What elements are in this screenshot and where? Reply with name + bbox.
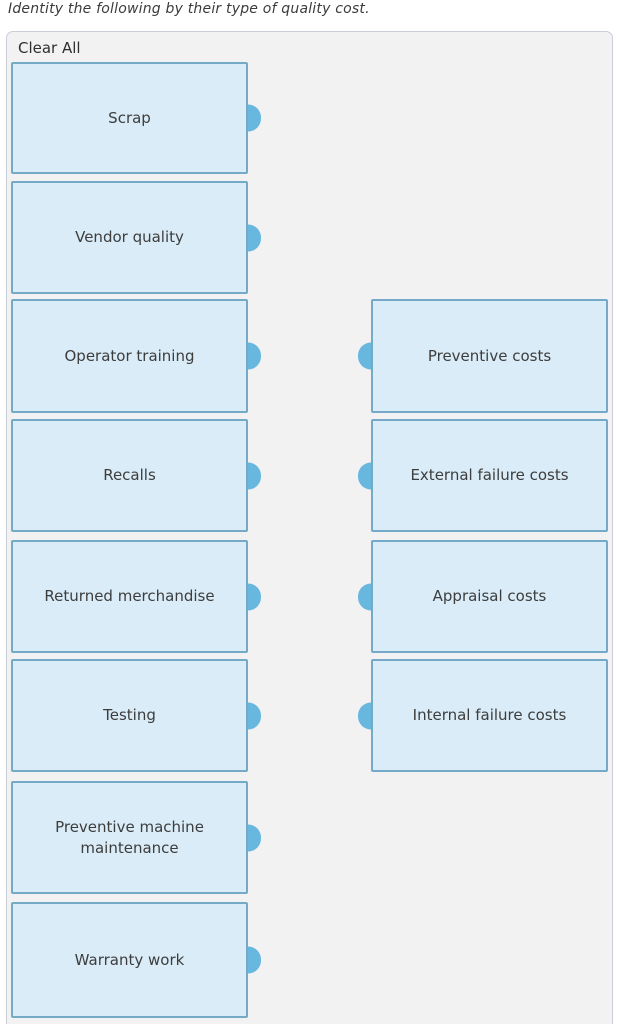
left-item-box-scrap[interactable]: Scrap xyxy=(11,62,261,174)
connector-right-handle[interactable] xyxy=(248,583,261,610)
left-item-label: Preventive machine maintenance xyxy=(55,817,204,857)
left-item-box-operator-training[interactable]: Operator training xyxy=(11,299,261,413)
connector-left-handle[interactable] xyxy=(358,702,371,729)
right-category-label: External failure costs xyxy=(410,466,569,484)
left-item-label: Vendor quality xyxy=(75,228,184,246)
page-title: Identity the following by their type of … xyxy=(8,1,370,17)
connector-right-handle[interactable] xyxy=(248,946,261,974)
right-category-box-internal-failure-costs[interactable]: Internal failure costs xyxy=(358,659,608,772)
connector-right-handle[interactable] xyxy=(248,824,261,851)
connector-right-handle[interactable] xyxy=(248,224,261,251)
connector-right-handle[interactable] xyxy=(248,702,261,729)
left-item-box-warranty-work[interactable]: Warranty work xyxy=(11,902,261,1018)
matching-panel: Clear All Scrap Vendor quality Operator … xyxy=(6,31,613,1024)
connector-left-handle[interactable] xyxy=(358,342,371,370)
left-item-label: Testing xyxy=(103,706,156,724)
left-item-label: Operator training xyxy=(64,346,195,365)
connector-left-handle[interactable] xyxy=(358,462,371,489)
left-item-box-returned-merchandise[interactable]: Returned merchandise xyxy=(11,540,261,653)
right-category-label: Internal failure costs xyxy=(412,706,567,724)
left-item-box-recalls[interactable]: Recalls xyxy=(11,419,261,532)
right-category-label: Preventive costs xyxy=(427,346,552,365)
connector-left-handle[interactable] xyxy=(358,583,371,610)
right-category-label: Appraisal costs xyxy=(432,587,547,605)
connector-right-handle[interactable] xyxy=(248,342,261,370)
left-item-label: Warranty work xyxy=(74,950,185,969)
left-item-box-vendor-quality[interactable]: Vendor quality xyxy=(11,181,261,294)
left-item-box-testing[interactable]: Testing xyxy=(11,659,261,772)
right-category-box-preventive-costs[interactable]: Preventive costs xyxy=(358,299,608,413)
left-item-label: Recalls xyxy=(103,466,156,484)
right-category-box-external-failure-costs[interactable]: External failure costs xyxy=(358,419,608,532)
left-item-label: Returned merchandise xyxy=(44,587,215,605)
right-category-box-appraisal-costs[interactable]: Appraisal costs xyxy=(358,540,608,653)
connector-right-handle[interactable] xyxy=(248,462,261,489)
clear-all-button[interactable]: Clear All xyxy=(14,37,85,59)
left-item-box-preventive-machine-maintenance[interactable]: Preventive machine maintenance xyxy=(11,781,261,894)
connector-right-handle[interactable] xyxy=(248,104,261,132)
left-item-label: Scrap xyxy=(108,108,151,127)
